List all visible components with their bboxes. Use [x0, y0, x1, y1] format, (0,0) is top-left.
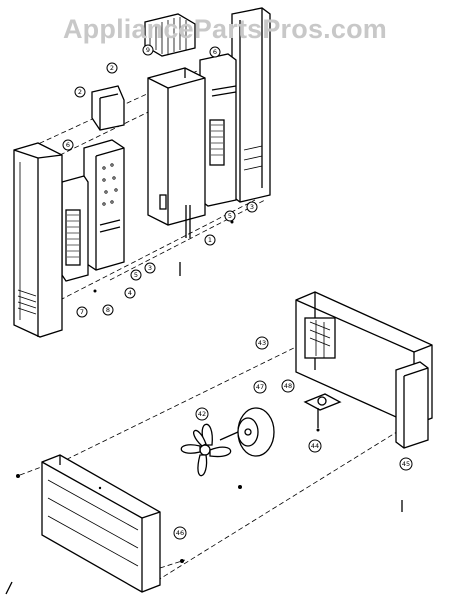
svg-text:48: 48	[284, 382, 292, 390]
svg-text:46: 46	[176, 529, 184, 537]
callout-3b: 3	[246, 201, 258, 213]
callout-9: 9	[142, 44, 154, 56]
svg-text:6: 6	[66, 141, 70, 149]
callout-6b: 6	[209, 46, 221, 58]
svg-text:1: 1	[208, 236, 212, 244]
callout-2b: 2	[74, 86, 86, 98]
svg-text:3: 3	[148, 264, 152, 272]
svg-text:45: 45	[402, 460, 410, 468]
svg-text:8: 8	[106, 306, 110, 314]
svg-text:6: 6	[213, 48, 217, 56]
svg-text:7: 7	[80, 308, 84, 316]
callout-6a: 6	[62, 139, 74, 151]
callout-48: 48	[281, 379, 295, 393]
callout-42: 42	[195, 407, 209, 421]
callout-43: 43	[255, 336, 269, 350]
rear-panel	[231, 7, 271, 203]
callout-4: 4	[124, 287, 136, 299]
callout-7: 7	[76, 306, 88, 318]
svg-text:2: 2	[110, 64, 114, 72]
callout-45: 45	[399, 457, 413, 471]
svg-text:2: 2	[78, 88, 82, 96]
callout-1: 1	[204, 234, 216, 246]
side-grille-left	[61, 175, 89, 282]
callout-8: 8	[102, 304, 114, 316]
svg-text:44: 44	[311, 442, 319, 450]
svg-text:4: 4	[128, 289, 132, 297]
motor-mount	[303, 393, 342, 432]
callout-2a: 2	[106, 62, 118, 74]
svg-text:5: 5	[134, 271, 138, 279]
callout-5b: 5	[224, 210, 236, 222]
side-bracket-right	[199, 53, 237, 207]
callout-44: 44	[308, 439, 322, 453]
fan-blade	[180, 423, 242, 489]
screws-lower	[5, 474, 403, 595]
burner-box	[147, 67, 206, 238]
callout-46: 46	[173, 526, 187, 540]
svg-text:42: 42	[198, 410, 206, 418]
svg-text:47: 47	[256, 383, 264, 391]
svg-text:43: 43	[258, 339, 266, 347]
callout-3a: 3	[144, 262, 156, 274]
heat-exchanger-panel	[83, 139, 125, 271]
screws-upper	[93, 220, 234, 293]
small-bracket	[91, 85, 125, 131]
svg-text:5: 5	[228, 212, 232, 220]
svg-text:3: 3	[250, 203, 254, 211]
front-cabinet	[13, 142, 63, 338]
access-panel	[41, 454, 161, 593]
blower-motor	[219, 407, 275, 457]
callout-47: 47	[253, 380, 267, 394]
svg-text:9: 9	[146, 46, 150, 54]
side-panel	[395, 361, 429, 449]
top-vent-grille	[144, 13, 196, 57]
callout-5a: 5	[130, 269, 142, 281]
